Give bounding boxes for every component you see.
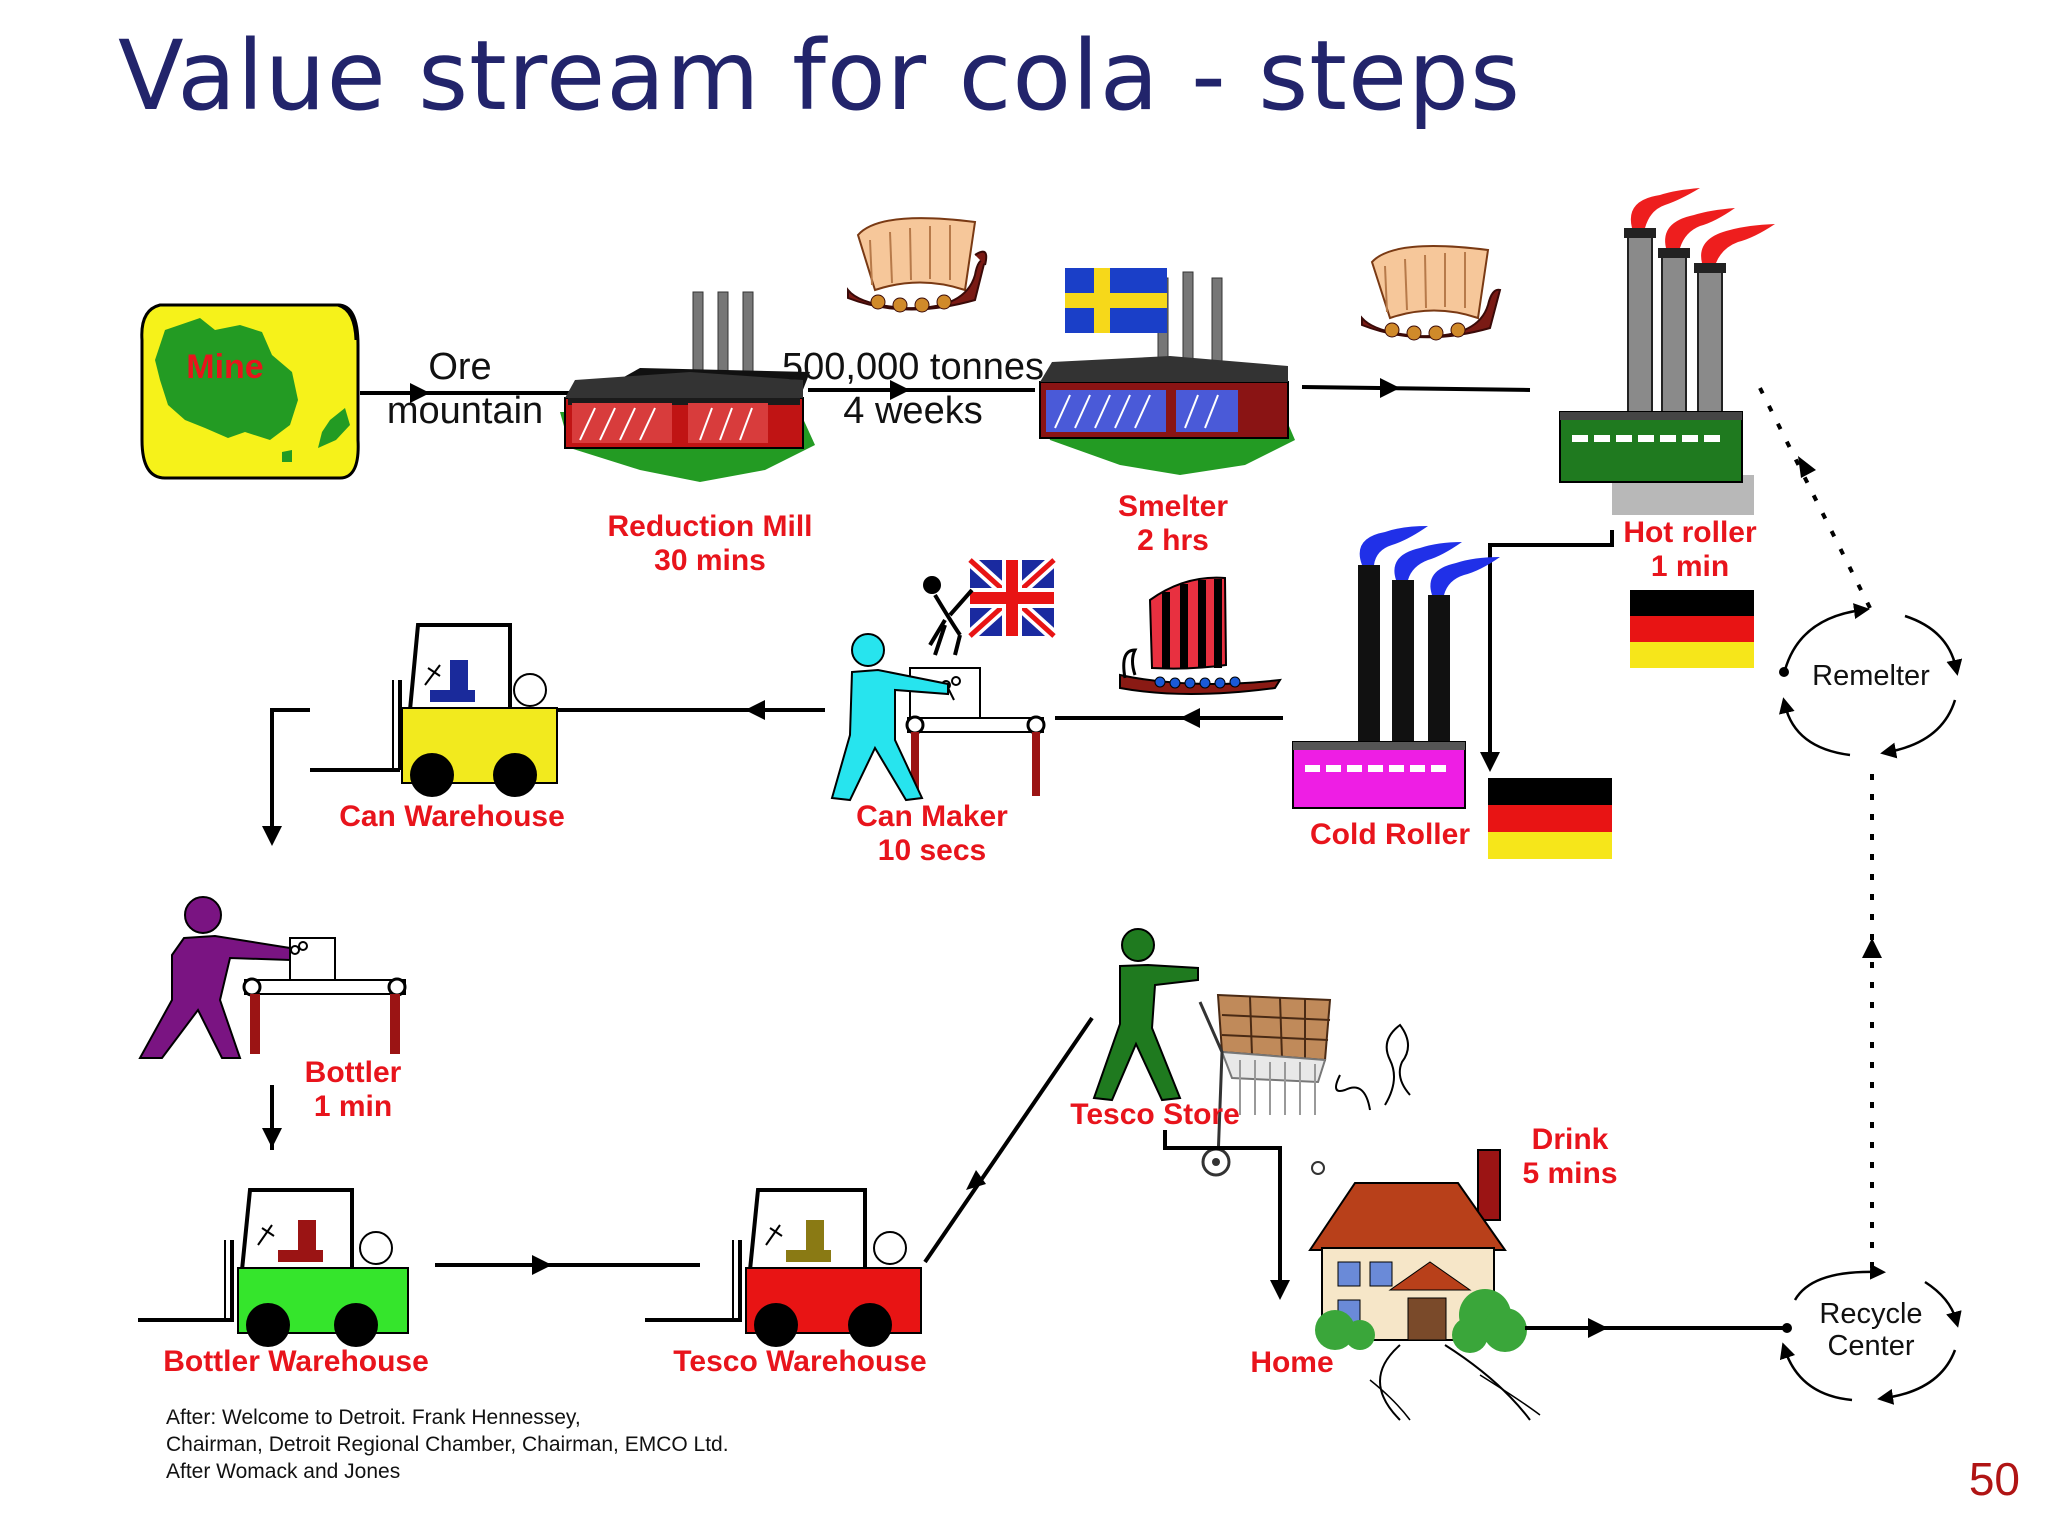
map-australia-icon	[140, 303, 360, 480]
ore-label-line1: Ore	[428, 346, 492, 388]
smelter-time: 2 hrs	[1137, 524, 1209, 557]
viking-ship-icon	[1119, 576, 1282, 695]
can-warehouse-name: Can Warehouse	[339, 800, 565, 833]
flag-germany-icon	[1488, 778, 1612, 859]
factory-icon	[560, 291, 815, 482]
smelter-name: Smelter	[1117, 490, 1229, 523]
can-maker-time: 10 secs	[877, 834, 987, 867]
worker-icon	[1092, 928, 1199, 1102]
credit-line-2: Chairman, Detroit Regional Chamber, Chai…	[166, 1433, 729, 1456]
recycle-cycle-icon	[1779, 1263, 1962, 1405]
ore-label-line2: mountain	[386, 390, 544, 432]
recycle-label-line2: Center	[1827, 1330, 1915, 1362]
recycle-label-line1: Recycle	[1819, 1298, 1923, 1330]
shopping-cart-icon	[1198, 993, 1332, 1177]
drink-name: Drink	[1531, 1123, 1609, 1156]
slide-title: Value stream for cola - steps	[118, 20, 1521, 132]
credit-line-1: After: Welcome to Detroit. Frank Henness…	[166, 1406, 581, 1429]
remelter-label: Remelter	[1812, 660, 1930, 692]
viking-ship-icon	[847, 217, 988, 313]
page-number: 50	[1968, 1453, 2020, 1505]
factory-icon	[1292, 526, 1500, 809]
hot-roller-time: 1 min	[1650, 550, 1730, 583]
flag-germany-icon	[1630, 590, 1754, 668]
bottler-warehouse-name: Bottler Warehouse	[163, 1345, 429, 1378]
worker-icon	[138, 896, 291, 1059]
cold-roller-name: Cold Roller	[1309, 818, 1471, 851]
flag-sweden-icon	[1065, 268, 1167, 333]
forklift-icon	[138, 1188, 409, 1347]
shipment-label-line2: 4 weeks	[843, 390, 983, 432]
can-maker-name: Can Maker	[856, 800, 1008, 833]
bottler-name: Bottler	[304, 1056, 402, 1089]
forklift-icon	[645, 1188, 922, 1347]
remelter-cycle-icon	[1779, 603, 1963, 759]
factory-icon	[1039, 271, 1295, 475]
house-icon	[1308, 1023, 1541, 1421]
flag-uk-icon	[965, 555, 1059, 641]
reduction-mill-time: 30 mins	[654, 544, 766, 577]
worker-icon	[830, 633, 949, 802]
credits: After: Welcome to Detroit. Frank Henness…	[166, 1404, 729, 1485]
factory-icon	[1559, 188, 1775, 515]
hot-roller-name: Hot roller	[1623, 516, 1757, 549]
bottler-time: 1 min	[313, 1090, 393, 1123]
shipment-label-line1: 500,000 tonnes	[781, 346, 1045, 388]
credit-line-3: After Womack and Jones	[166, 1460, 401, 1483]
mine-label: Mine	[186, 348, 264, 386]
conveyor-icon	[242, 937, 407, 1054]
forklift-icon	[310, 623, 558, 797]
tesco-warehouse-name: Tesco Warehouse	[673, 1345, 927, 1378]
tesco-store-name: Tesco Store	[1070, 1098, 1240, 1131]
viking-ship-icon	[1361, 245, 1502, 341]
home-name: Home	[1250, 1346, 1334, 1379]
reduction-mill-name: Reduction Mill	[607, 510, 813, 543]
drink-time: 5 mins	[1522, 1157, 1618, 1190]
flag-bearer-icon	[923, 576, 974, 656]
